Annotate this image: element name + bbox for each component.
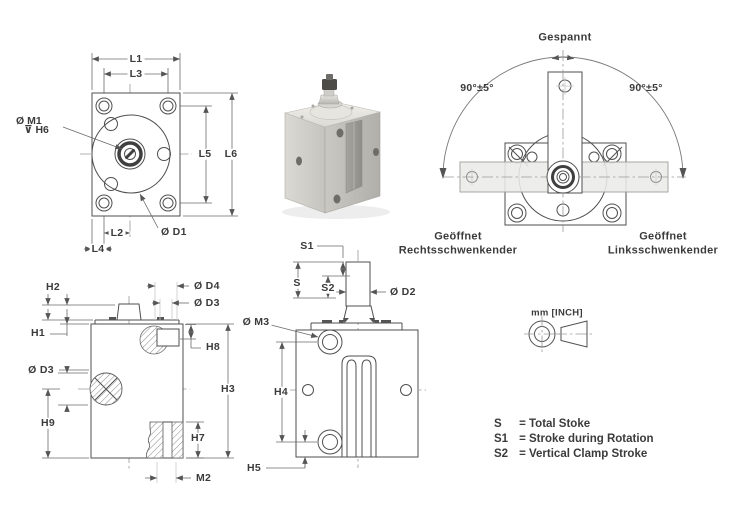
dim-label-h4: H4: [271, 385, 291, 398]
label-gespannt: Gespannt: [538, 31, 592, 44]
legend-description: Total Stoke: [529, 418, 591, 430]
dim-label-h6: ⊽ H6: [24, 124, 49, 136]
legend-equals: =: [519, 448, 526, 460]
front-view-drawing: [266, 245, 426, 469]
dim-label-d2: Ø D2: [388, 285, 418, 298]
dim-label-s1: S1: [298, 239, 316, 252]
dim-label-d3-side: Ø D3: [26, 363, 56, 376]
legend-description: Vertical Clamp Stroke: [529, 448, 648, 460]
legend-symbol: S1: [494, 433, 509, 445]
dim-label-l6: L6: [222, 147, 240, 160]
flange-center-boss: [114, 138, 146, 170]
legend-row-s: S = Total Stoke: [494, 418, 590, 431]
label-open-right-1: Geöffnet: [434, 230, 482, 243]
label-angle-right: 90°±5°: [629, 81, 663, 94]
label-open-right-2: Rechtsschwenkender: [398, 244, 518, 257]
piston-rod: [345, 261, 371, 307]
legend-description: Stroke during Rotation: [529, 433, 654, 445]
dim-label-l4: L4: [89, 242, 107, 255]
dim-label-m3: Ø M3: [240, 315, 272, 328]
dim-label-h5: H5: [244, 461, 264, 474]
top-boss: [116, 303, 142, 321]
legend-row-s1: S1 = Stroke during Rotation: [494, 433, 654, 446]
projection-symbol: [524, 316, 592, 352]
piston-nut: [322, 79, 337, 90]
rotation-diagram-drawing: [439, 50, 687, 232]
front-bolt-holes: [302, 329, 412, 455]
label-open-left-1: Geöffnet: [639, 230, 687, 243]
dim-label-l2: L2: [108, 226, 126, 239]
dim-label-l5: L5: [196, 147, 214, 160]
dim-label-s2: S2: [319, 281, 337, 294]
dim-label-h3: H3: [218, 382, 238, 395]
dim-label-h9: H9: [38, 416, 58, 429]
dim-label-h2: H2: [43, 280, 63, 293]
dim-label-s: S: [291, 276, 303, 289]
dim-label-h7: H7: [188, 431, 208, 444]
flange-body-outline: [91, 92, 181, 217]
dim-label-d1: Ø D1: [159, 225, 189, 238]
dim-label-m2: M2: [194, 471, 214, 484]
dim-label-d3-top: Ø D3: [192, 296, 222, 309]
front-body-outline: [295, 329, 419, 458]
flange-view-drawing: [62, 53, 238, 254]
label-open-left-2: Linksschwenkender: [607, 244, 719, 257]
thread-hole-section: [145, 421, 184, 459]
product-photo: [282, 74, 390, 219]
counterbore-section: [139, 325, 180, 355]
guide-groove: [341, 355, 377, 457]
dim-label-m1-h6: Ø M1 ⊽ H6: [16, 115, 49, 136]
dim-label-m1: Ø M1: [16, 115, 42, 127]
bolt-hole-marks: [296, 128, 379, 204]
dim-label-l1: L1: [127, 52, 145, 65]
port-section: [89, 372, 123, 406]
legend-symbol: S: [494, 418, 502, 430]
legend-equals: =: [519, 418, 526, 430]
dim-label-h1: H1: [28, 326, 48, 339]
legend-symbol: S2: [494, 448, 509, 460]
rod-collar: [342, 305, 376, 324]
legend-row-s2: S2 = Vertical Clamp Stroke: [494, 448, 647, 461]
units-label: mm [INCH]: [531, 307, 583, 319]
legend-equals: =: [519, 433, 526, 445]
label-angle-left: 90°±5°: [460, 81, 494, 94]
section-view-drawing: [42, 282, 234, 483]
flange-bolt-holes: [95, 97, 177, 212]
dim-label-h8: H8: [204, 340, 223, 353]
dim-label-l3: L3: [127, 67, 145, 80]
dim-label-d4: Ø D4: [192, 279, 222, 292]
pivot-rings: [546, 160, 580, 194]
